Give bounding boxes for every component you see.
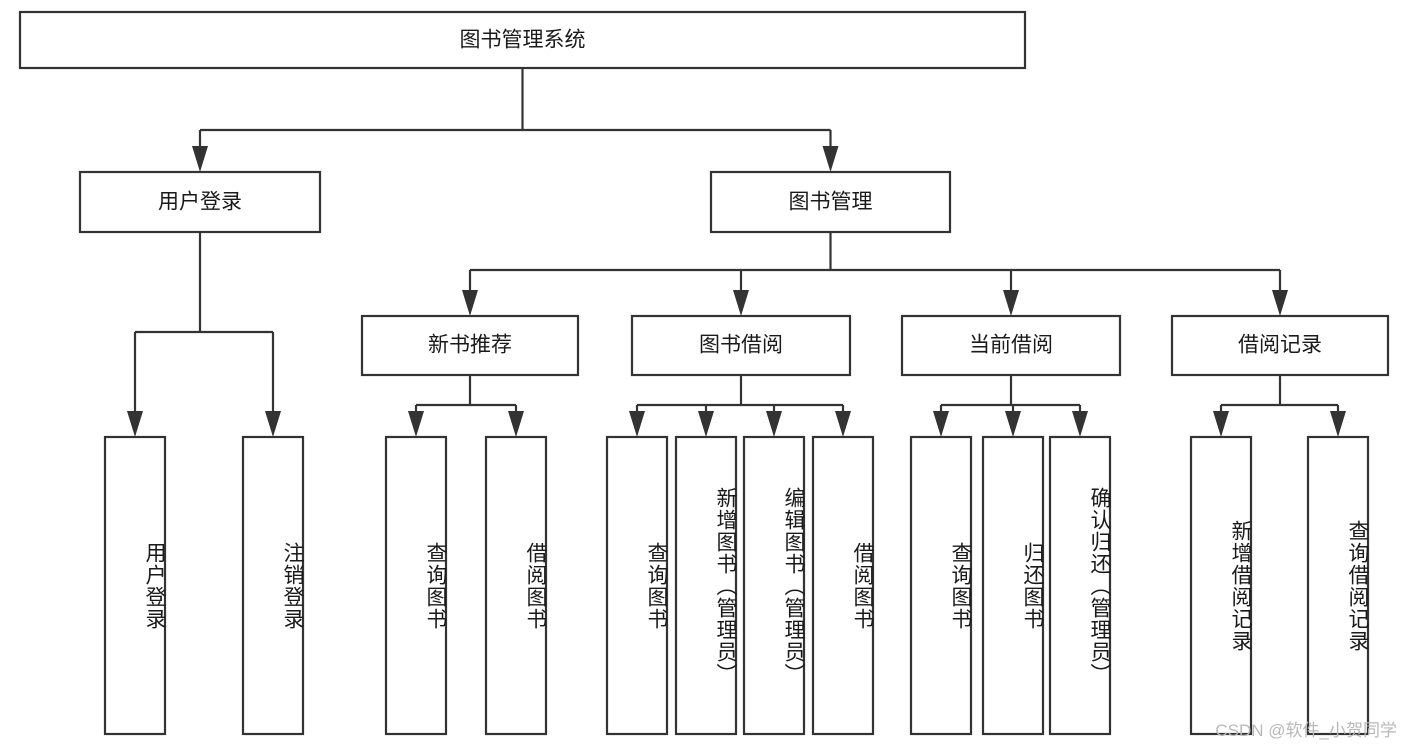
- node-leaf-borrow-book-2[interactable]: [811, 435, 875, 736]
- node-leaf-confirm-return[interactable]: [1048, 435, 1112, 736]
- node-leaf-borrow-book-1[interactable]: [484, 435, 548, 736]
- arrow-to-leaf-query-book-1: [408, 411, 424, 437]
- node-root-label: 图书管理系统: [460, 29, 586, 52]
- node-leaf-return-book[interactable]: [981, 435, 1045, 736]
- arrow-to-book-borrow: [733, 290, 749, 316]
- arrow-to-leaf-return-book: [1005, 411, 1021, 437]
- arrow-root-to-book-manage: [822, 146, 839, 172]
- arrow-to-leaf-borrow-book-1: [508, 411, 524, 437]
- node-leaf-query-book-1[interactable]: [384, 435, 448, 736]
- arrow-to-new-book-recommend: [462, 290, 478, 316]
- node-user-login[interactable]: [78, 170, 322, 234]
- node-new-book-recommend-label: 新书推荐: [428, 334, 512, 357]
- node-leaf-add-record[interactable]: [1189, 435, 1253, 736]
- node-new-book-recommend[interactable]: [360, 314, 580, 377]
- node-book-borrow[interactable]: [630, 314, 852, 377]
- arrow-to-leaf-logout: [265, 411, 281, 437]
- connector-group-borrow-record: [1213, 375, 1346, 437]
- node-root[interactable]: [18, 10, 1027, 70]
- node-current-borrow-label: 当前借阅: [969, 334, 1053, 357]
- node-leaf-edit-book[interactable]: [742, 435, 806, 736]
- node-borrow-record-label: 借阅记录: [1238, 334, 1322, 357]
- arrow-to-leaf-query-book-3: [933, 411, 949, 437]
- node-current-borrow[interactable]: [900, 314, 1122, 377]
- connector-group-book-manage: [462, 232, 1288, 316]
- node-leaf-add-book[interactable]: [674, 435, 738, 736]
- node-book-borrow-label: 图书借阅: [699, 334, 783, 357]
- arrow-to-leaf-confirm-return: [1072, 411, 1088, 437]
- node-borrow-record[interactable]: [1170, 314, 1390, 377]
- connector-group-root: [192, 68, 839, 172]
- arrow-to-leaf-user-login: [127, 411, 143, 437]
- csdn-watermark: CSDN @软件_小贺同学: [1215, 721, 1397, 740]
- arrow-to-current-borrow: [1003, 290, 1019, 316]
- node-leaf-query-record[interactable]: [1306, 435, 1370, 736]
- connector-group-current-borrow: [933, 375, 1088, 437]
- node-book-manage[interactable]: [709, 170, 952, 234]
- arrow-to-leaf-add-book: [698, 411, 714, 437]
- arrow-to-leaf-query-record: [1330, 411, 1346, 437]
- arrow-root-to-user-login: [192, 146, 208, 172]
- node-user-login-label: 用户登录: [158, 191, 242, 214]
- arrow-to-leaf-query-book-2: [629, 411, 645, 437]
- arrow-to-leaf-add-record: [1213, 411, 1229, 437]
- arrow-to-leaf-edit-book: [766, 411, 782, 437]
- connector-group-new-book-recommend: [408, 375, 524, 437]
- connector-group-user-login: [127, 232, 281, 437]
- node-leaf-logout[interactable]: [241, 435, 305, 736]
- arrow-to-borrow-record: [1272, 290, 1288, 316]
- node-leaf-query-book-3[interactable]: [909, 435, 973, 736]
- connector-group-book-borrow: [629, 375, 851, 437]
- node-leaf-query-book-2[interactable]: [605, 435, 669, 736]
- arrow-to-leaf-borrow-book-2: [835, 411, 851, 437]
- node-leaf-user-login[interactable]: [103, 435, 167, 736]
- node-book-manage-label: 图书管理: [789, 191, 873, 214]
